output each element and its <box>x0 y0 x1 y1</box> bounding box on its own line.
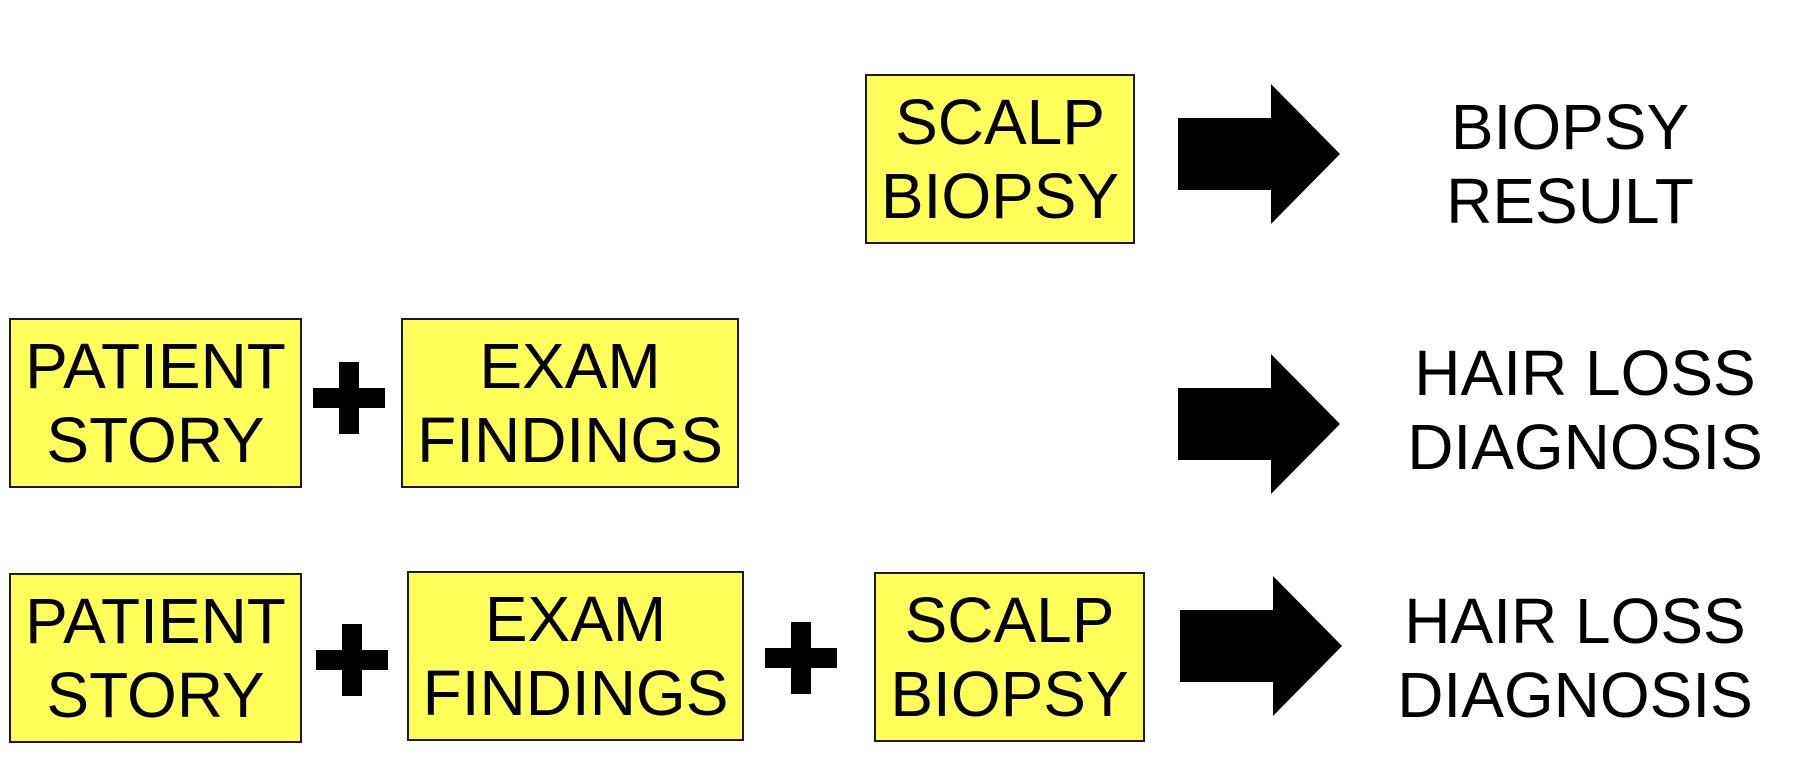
result-line2: RESULT <box>1446 165 1694 237</box>
box-label-line2: FINDINGS <box>417 404 723 476</box>
right-arrow-icon <box>1178 84 1340 224</box>
right-arrow-icon <box>1180 576 1342 716</box>
patient-story-box: PATIENT STORY <box>9 318 302 488</box>
box-label-line2: FINDINGS <box>422 657 729 729</box>
result-line2: DIAGNOSIS <box>1397 659 1753 731</box>
plus-icon <box>765 622 837 694</box>
plus-icon <box>316 624 388 696</box>
result-line2: DIAGNOSIS <box>1407 411 1763 483</box>
result-line1: HAIR LOSS <box>1404 585 1746 657</box>
result-line1: BIOPSY <box>1450 91 1690 163</box>
box-label-line1: PATIENT <box>25 330 286 402</box>
box-label-line2: BIOPSY <box>880 160 1120 232</box>
box-label-line1: PATIENT <box>25 585 286 657</box>
box-label-line1: SCALP <box>895 86 1105 158</box>
hair-loss-diagnosis-label: HAIR LOSS DIAGNOSIS <box>1390 336 1780 484</box>
box-label-line1: EXAM <box>479 330 661 402</box>
box-label-line2: BIOPSY <box>890 658 1129 730</box>
exam-findings-box: EXAM FINDINGS <box>407 571 744 741</box>
hair-loss-diagnosis-label: HAIR LOSS DIAGNOSIS <box>1380 584 1770 732</box>
box-label-line1: EXAM <box>484 583 667 655</box>
biopsy-result-label: BIOPSY RESULT <box>1380 90 1760 238</box>
plus-icon <box>313 362 385 434</box>
result-line1: HAIR LOSS <box>1414 337 1756 409</box>
box-label-line1: SCALP <box>904 584 1115 656</box>
scalp-biopsy-box: SCALP BIOPSY <box>865 74 1135 244</box>
patient-story-box: PATIENT STORY <box>9 573 302 743</box>
exam-findings-box: EXAM FINDINGS <box>401 318 739 488</box>
box-label-line2: STORY <box>46 659 265 731</box>
right-arrow-icon <box>1178 354 1340 494</box>
scalp-biopsy-box: SCALP BIOPSY <box>874 572 1145 742</box>
box-label-line2: STORY <box>46 404 265 476</box>
